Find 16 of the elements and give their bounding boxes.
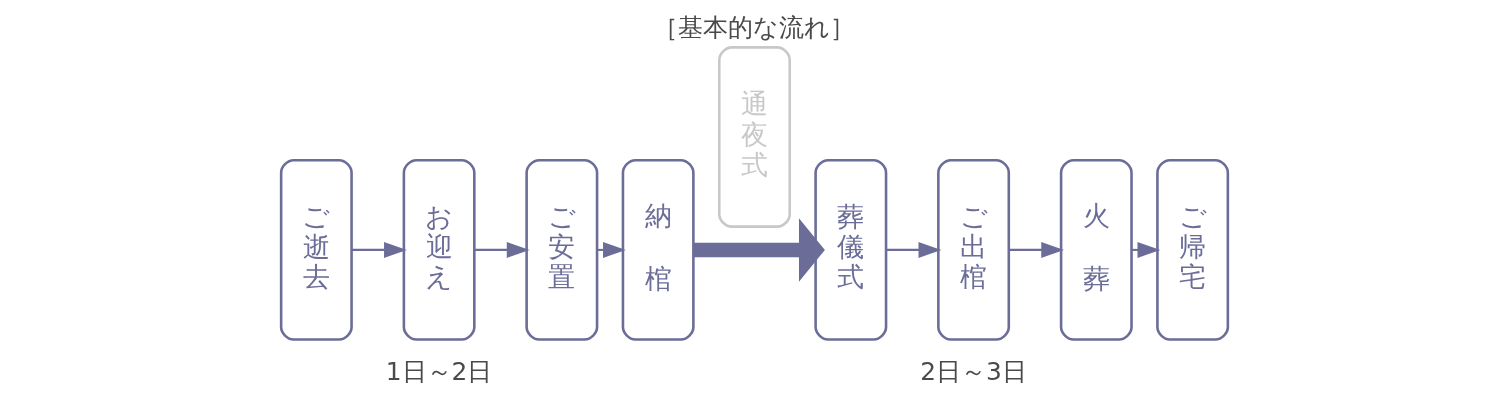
node-box: ご安置 [524,159,598,341]
diagram-title: ［基本的な流れ］ [653,13,855,43]
node-box: 納棺 [621,159,695,341]
arrow [351,241,407,258]
label: 1日～2日 [385,356,492,386]
node-box: ご逝去 [279,159,353,341]
node-box: 葬儀式 [813,159,887,341]
node-box: ご出棺 [936,159,1010,341]
node-box: 火葬 [1059,159,1133,341]
arrow [885,241,941,258]
label: 2日～3日 [919,356,1027,386]
arrow [473,241,530,258]
arrow [693,218,825,282]
node-box: ご帰宅 [1155,159,1229,341]
arrow [1008,241,1064,258]
node-box: お迎え [402,159,476,341]
